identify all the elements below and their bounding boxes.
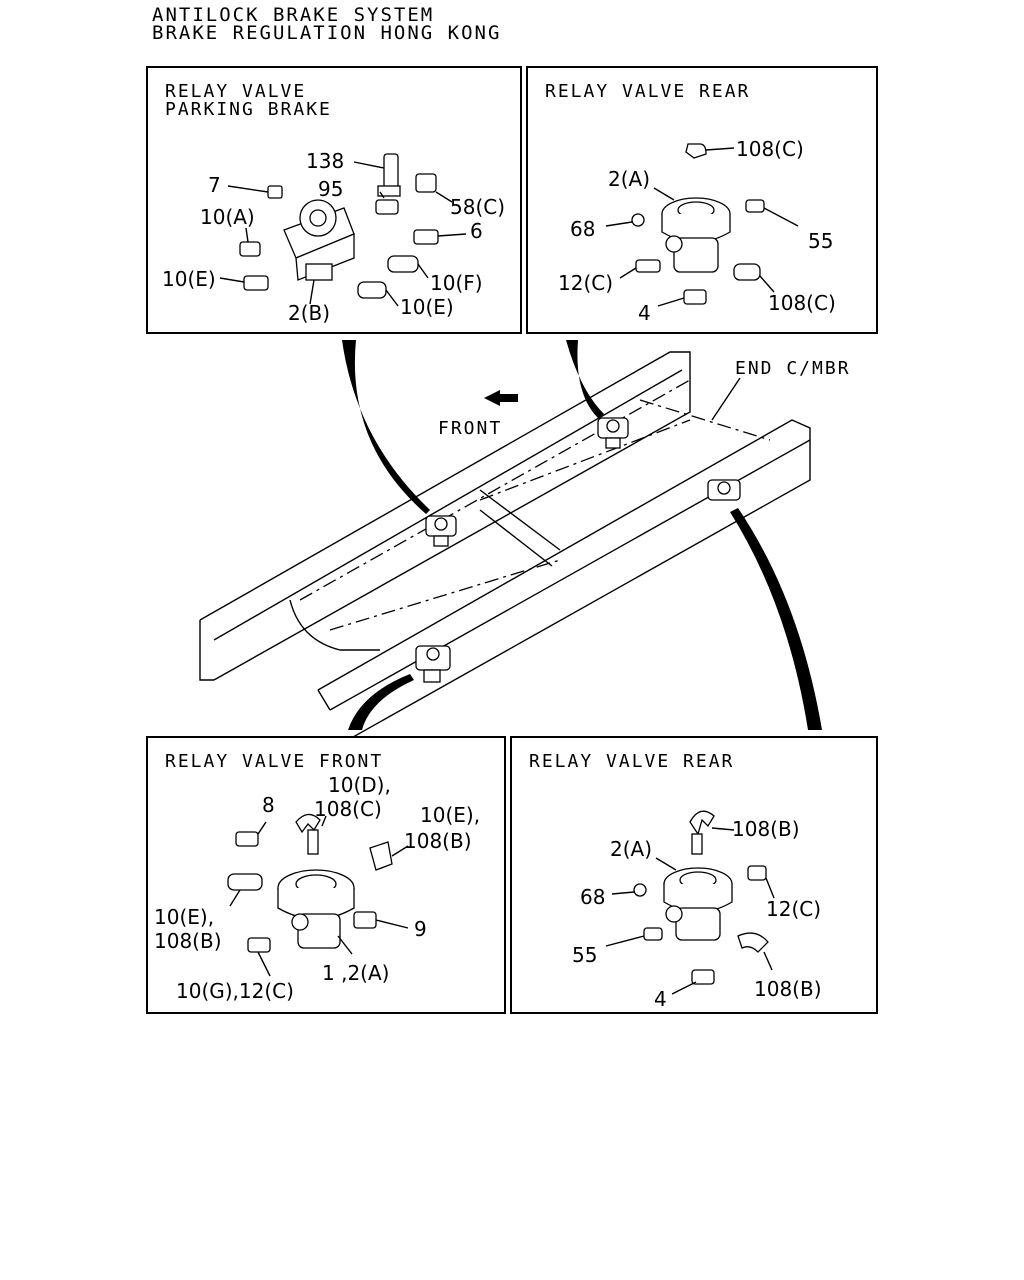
panel-title: RELAY VALVE REAR <box>529 751 735 772</box>
panel-title: RELAY VALVE <box>165 81 307 102</box>
callout-7: 7 <box>208 173 221 197</box>
panel-title: RELAY VALVE FRONT <box>165 751 384 772</box>
fittings <box>227 813 393 953</box>
callout-108c: 108(C) <box>314 797 382 821</box>
callout-12c: 12(C) <box>558 271 614 295</box>
panel-relay-valve-parking-brake: RELAY VALVE PARKING BRAKE <box>146 66 522 334</box>
relay-valve-body <box>283 199 355 281</box>
panel-subtitle: PARKING BRAKE <box>165 99 332 120</box>
callout-10e-right: 10(E), <box>420 803 481 827</box>
end-member-label: END C/MBR <box>735 358 851 379</box>
relay-valve-body <box>661 197 731 273</box>
rear-bottom-valve-drawing <box>605 810 775 995</box>
callout-2a: 2(A) <box>608 167 651 191</box>
pointer-parking <box>342 340 430 514</box>
callout-10d: 10(D), <box>328 773 391 797</box>
callout-2a: 2(A) <box>610 837 653 861</box>
relay-valve-body <box>277 869 355 949</box>
diagram-title-line1: ANTILOCK BRAKE SYSTEM <box>152 4 435 26</box>
callout-10e-left: 10(E), <box>154 905 215 929</box>
callout-55: 55 <box>808 229 834 253</box>
diagram-title-line2: BRAKE REGULATION HONG KONG <box>152 22 502 44</box>
frame-valve-front <box>415 645 451 683</box>
rear-top-valve-drawing <box>605 143 799 307</box>
frame-rail-left <box>199 351 691 681</box>
parking-valve-drawing <box>219 153 467 307</box>
callout-6: 6 <box>470 219 483 243</box>
leader-lines <box>605 827 775 995</box>
fittings <box>631 143 765 305</box>
fittings <box>239 153 439 299</box>
callout-108b-top: 108(B) <box>732 817 800 841</box>
callout-12c: 12(C) <box>766 897 822 921</box>
callout-58c: 58(C) <box>450 195 506 219</box>
front-label: FRONT <box>438 418 503 439</box>
callout-1-2a: 1 ,2(A) <box>322 961 390 985</box>
callout-4: 4 <box>654 987 667 1011</box>
panel-relay-valve-front: RELAY VALVE FRONT 10(D), 10 <box>146 736 506 1014</box>
frame-valve-rear-top <box>597 417 629 449</box>
callout-108c-bottom: 108(C) <box>768 291 836 315</box>
callout-108b-bottom: 108(B) <box>754 977 822 1001</box>
cross-members <box>289 379 771 651</box>
callout-10a: 10(A) <box>200 205 255 229</box>
frame-valve-parking <box>425 515 457 547</box>
callout-138: 138 <box>306 149 345 173</box>
pointer-rear-top <box>566 340 604 418</box>
callout-10e-right: 10(E) <box>400 295 454 319</box>
pointer-front <box>348 674 414 730</box>
callout-4: 4 <box>638 301 651 325</box>
relay-valve-body <box>663 867 733 941</box>
callout-95: 95 <box>318 177 344 201</box>
panel-relay-valve-rear-bottom: RELAY VALVE REAR 108(B) 2(A <box>510 736 878 1014</box>
fittings <box>633 810 769 985</box>
panel-title: RELAY VALVE REAR <box>545 81 751 102</box>
callout-2b: 2(B) <box>288 301 331 325</box>
leader-lines <box>219 161 467 307</box>
leader-lines <box>229 815 409 977</box>
callout-10e-left: 10(E) <box>162 267 216 291</box>
callout-8: 8 <box>262 793 275 817</box>
callout-10f: 10(F) <box>430 271 483 295</box>
frame-valve-rear-bottom <box>707 479 741 501</box>
end-member-leader <box>711 377 741 421</box>
callout-68: 68 <box>580 885 606 909</box>
callout-10g-12c: 10(G),12(C) <box>176 979 294 1003</box>
callout-9: 9 <box>414 917 427 941</box>
callout-68: 68 <box>570 217 596 241</box>
front-valve-drawing <box>227 813 409 977</box>
callout-108b-right: 108(B) <box>404 829 472 853</box>
front-direction-arrow <box>484 390 518 406</box>
callout-55: 55 <box>572 943 598 967</box>
pointer-rear-bottom <box>730 508 822 730</box>
leader-lines <box>605 147 799 307</box>
panel-relay-valve-rear-top: RELAY VALVE REAR 108(C) 2(A) 68 <box>526 66 878 334</box>
callout-108b-left: 108(B) <box>154 929 222 953</box>
callout-108c-top: 108(C) <box>736 137 804 161</box>
